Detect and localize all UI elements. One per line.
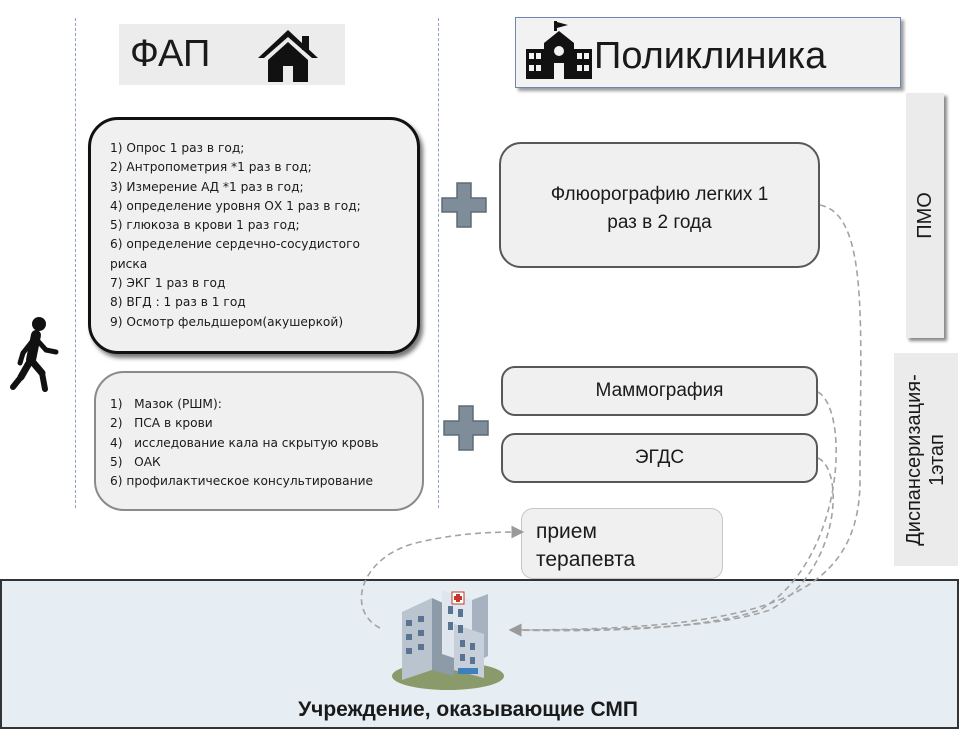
mammography-label: Маммография [595,380,724,401]
fap-checkup-box [88,117,420,354]
arrow-egds-to-hospital [508,457,834,637]
list-item: 4) исследование кала на скрытую кровь [110,435,379,450]
arrow-hospital-to-therapist [360,525,525,629]
list-item: риска [110,256,148,271]
walking-person-icon [10,317,59,392]
list-item: 5) глюкоза в крови 1 раз год; [110,218,300,233]
fap-header: ФАП [119,24,345,85]
plus-icon [441,182,487,228]
polyclinic-title: Поликлиника [594,35,827,77]
fap-title: ФАП [130,33,211,75]
divider-left [75,18,76,508]
hospital-building-icon [392,590,504,690]
fluorography-line-1: Флюорографию легких 1 [550,184,769,205]
therapist-line-2: терапевта [536,548,636,571]
therapist-line-1: прием [536,520,597,543]
list-item: 3) Измерение АД *1 раз в год; [110,179,304,194]
fluorography-line-2: раз в 2 года [607,212,712,233]
dispanserization-label-box: Диспансеризация- 1этап [894,353,958,566]
list-item: 9) Осмотр фельдшером(акушеркой) [110,314,344,329]
fap-checkup-list: 1) Опрос 1 раз в год; 2) Антропометрия *… [110,139,410,332]
polyclinic-header: Поликлиника [515,17,901,88]
list-item: 2) ПСА в крови [110,416,213,431]
list-item: 1) Опрос 1 раз в год; [110,141,245,155]
pmo-label-box: ПМО [906,93,944,338]
list-item: 6) профилактическое консультирование [110,474,374,489]
arrow-mammo-to-hospital [508,391,837,637]
fluorography-box: Флюорографию легких 1 раз в 2 года [499,142,820,268]
list-item: 6) определение сердечно-сосудистого [110,237,360,252]
fap-screening-box [94,371,424,511]
egds-box: ЭГДС [501,433,818,483]
fap-screening-list: 1) Мазок (РШМ): 2) ПСА в крови 4) исслед… [110,395,415,491]
egds-label: ЭГДС [634,447,685,468]
school-building-icon [526,21,592,79]
smp-institution-title: Учреждение, оказывающие СМП [298,698,638,721]
arrow-fluoro-to-hospital [508,204,862,637]
list-item: 2) Антропометрия *1 раз в год; [110,160,312,175]
list-item: 5) ОАК [110,454,161,469]
therapist-box: прием терапевта [521,508,723,579]
list-item: 7) ЭКГ 1 раз в год [110,276,226,291]
list-item: 1) Мазок (РШМ): [110,397,222,411]
plus-icon [443,405,489,451]
list-item: 8) ВГД : 1 раз в 1 год [110,295,246,310]
mammography-box: Маммография [501,366,818,416]
list-item: 4) определение уровня ОХ 1 раз в год; [110,198,361,213]
divider-middle [438,18,439,508]
house-icon [258,30,318,82]
